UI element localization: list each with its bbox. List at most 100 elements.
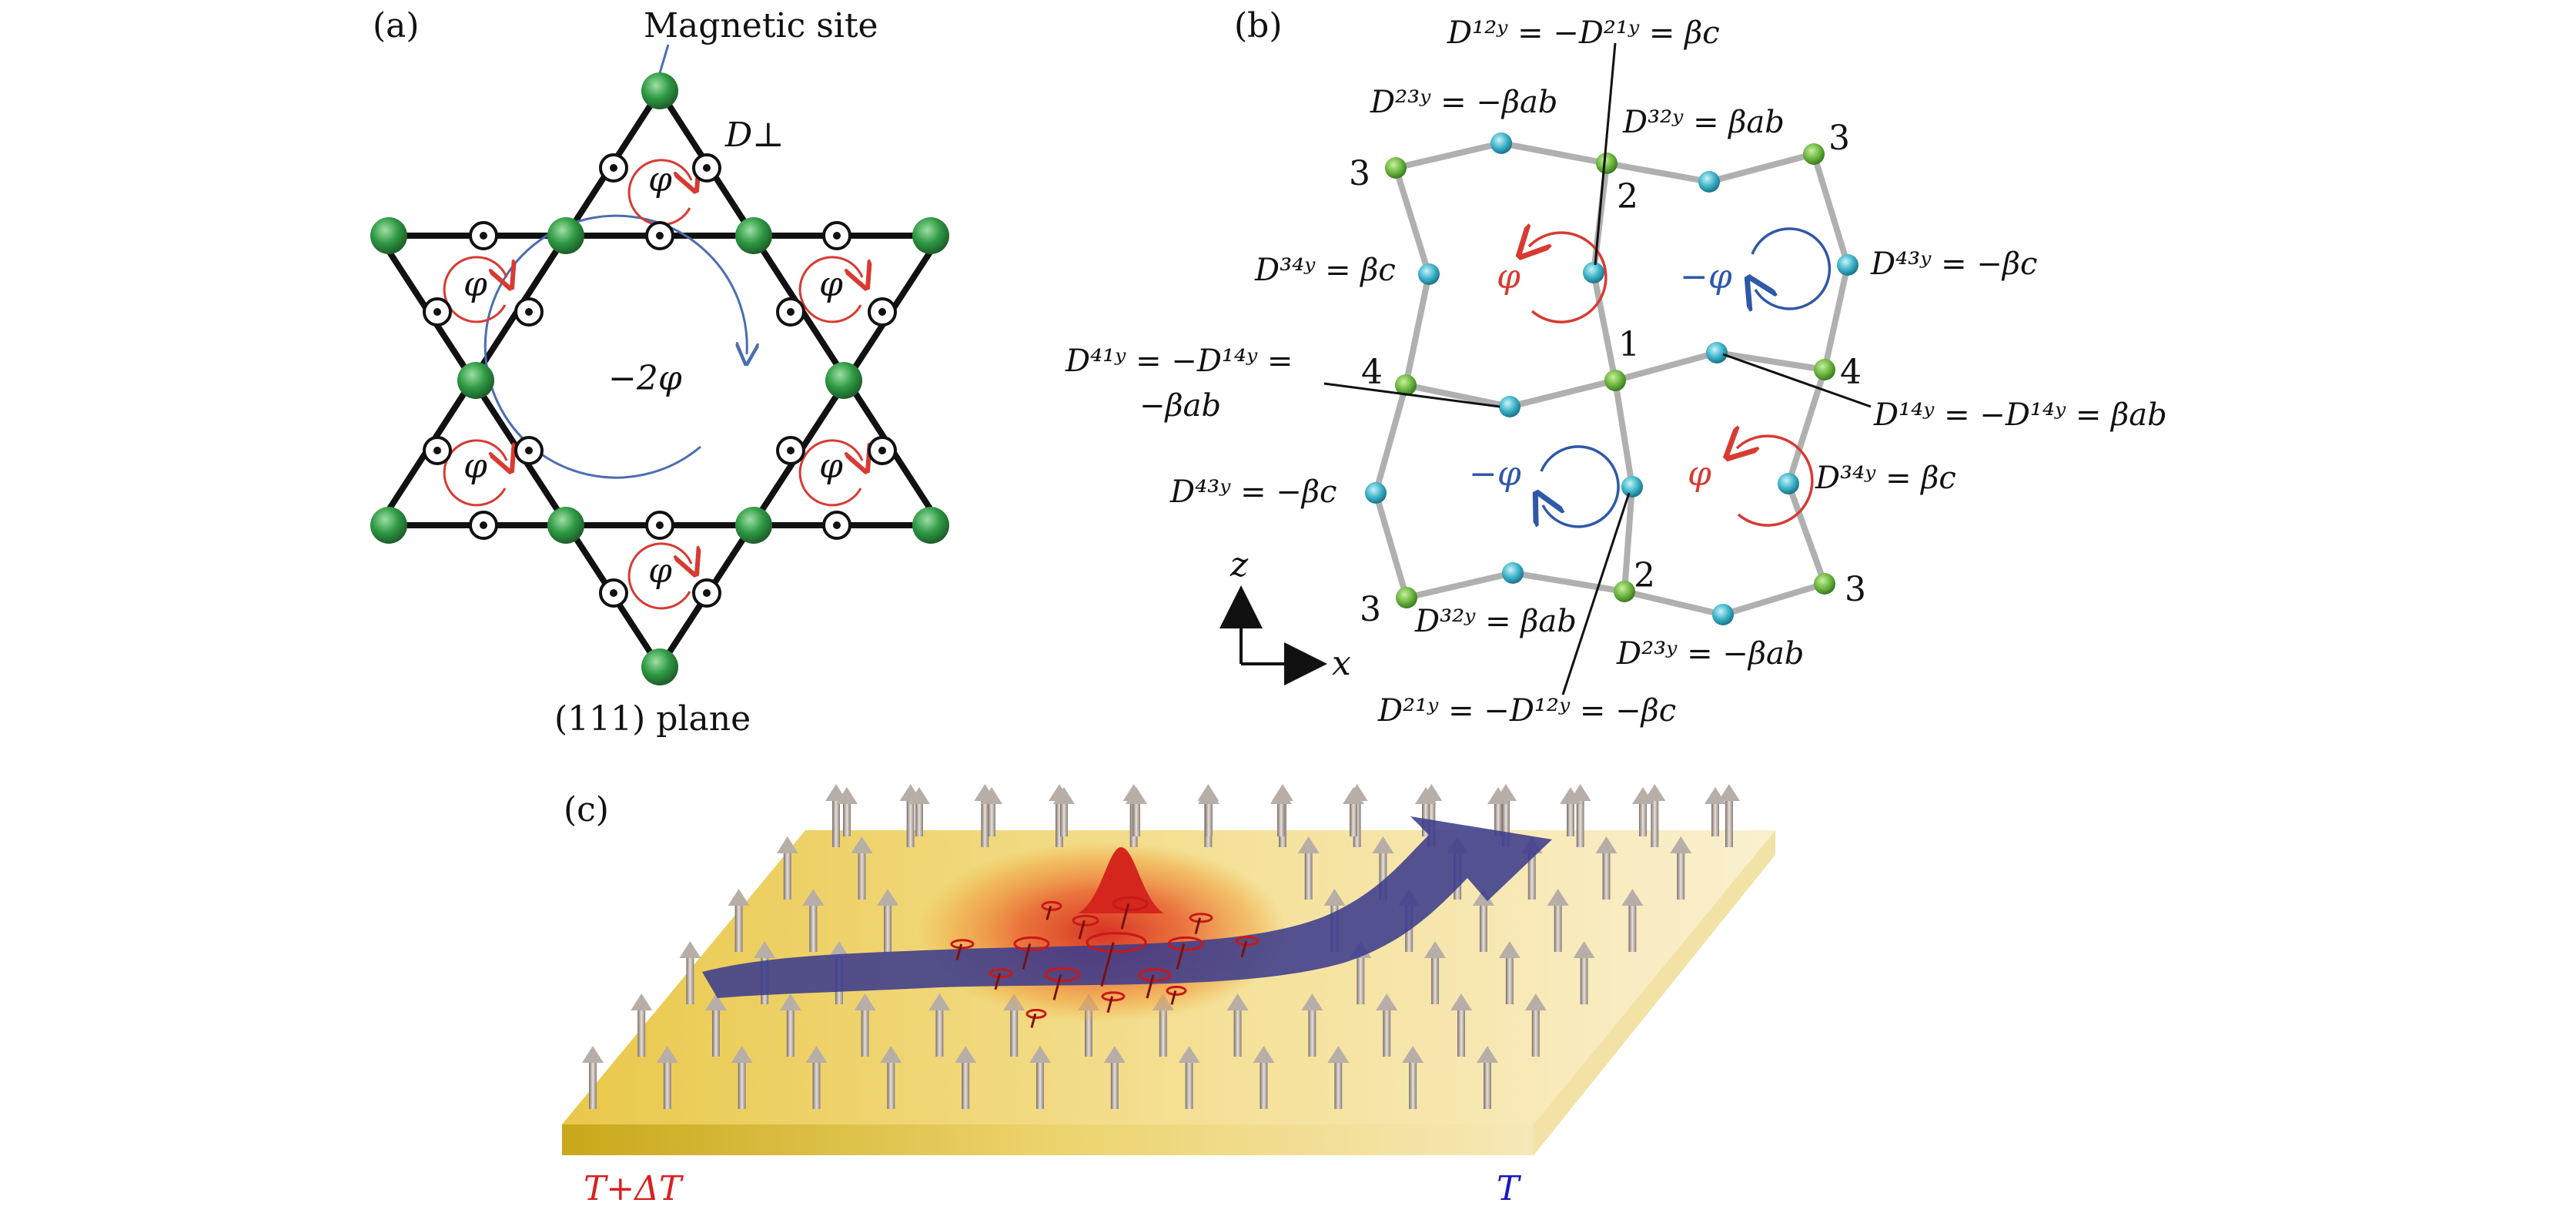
spin-arrow <box>1450 994 1472 1057</box>
magnetic-sites <box>370 72 949 685</box>
spin-arrow <box>679 941 701 1004</box>
precession-orbit <box>1013 936 1050 951</box>
svg-text:φ: φ <box>463 447 487 486</box>
precession-orbit <box>1044 967 1081 982</box>
spin-arrow <box>1301 994 1323 1057</box>
spin-arrow <box>880 1046 902 1109</box>
svg-text:D²³ʸ = −βab: D²³ʸ = −βab <box>1616 636 1804 672</box>
panel-c-tag: (c) <box>564 790 609 829</box>
spin-arrow <box>1372 836 1394 900</box>
precessing-spin <box>1045 906 1052 920</box>
precessing-spins <box>950 896 1260 1028</box>
dm-labels: D¹²ʸ = −D²¹ʸ = βc D²³ʸ = −βab D³²ʸ = βab… <box>1065 15 2167 729</box>
svg-text:φ: φ <box>819 447 843 486</box>
lattice-sites <box>1385 143 1835 608</box>
spin-arrow <box>728 889 750 952</box>
svg-text:φ: φ <box>648 551 672 591</box>
spin-arrow <box>1029 1046 1051 1109</box>
spin-arrow <box>1718 784 1740 847</box>
center-flux-label: −2φ <box>608 359 682 398</box>
d-perp-label: D⊥ <box>724 116 785 155</box>
svg-text:D³²ʸ = βab: D³²ʸ = βab <box>1622 105 1785 140</box>
precession-orbit <box>1041 900 1062 911</box>
spin-arrow <box>1477 1046 1498 1109</box>
spin-arrow <box>1573 941 1595 1004</box>
precession-orbit <box>1101 991 1126 1002</box>
panel-a: (a) Magnetic site D⊥ −2φ φ φ φ φ φ φ <box>370 6 949 739</box>
spin-arrow <box>1376 994 1398 1057</box>
spin-arrow <box>1270 787 1292 836</box>
spin-arrow <box>854 994 876 1057</box>
svg-text:D⁴³ʸ = −βc: D⁴³ʸ = −βc <box>1169 474 1337 510</box>
magnetic-site-label: Magnetic site <box>644 6 878 45</box>
svg-text:x: x <box>1332 644 1351 683</box>
precessing-spin <box>1170 990 1177 1005</box>
spin-arrow <box>851 836 873 900</box>
spin-arrow <box>1402 1046 1424 1109</box>
spin-arrow <box>877 889 899 952</box>
precession-orbit <box>1166 985 1187 996</box>
svg-text:2: 2 <box>1617 177 1638 216</box>
plane-label: (111) plane <box>554 699 751 739</box>
precession-orbit <box>989 968 1013 979</box>
cold-side-label: T <box>1497 1169 1522 1208</box>
svg-text:2: 2 <box>1634 556 1655 595</box>
precessing-spin <box>1240 940 1248 958</box>
svg-text:3: 3 <box>1360 590 1381 629</box>
spin-arrow <box>1670 836 1692 900</box>
hot-side-label: T+ΔT <box>584 1169 684 1208</box>
spin-arrow <box>1327 1046 1350 1109</box>
spin-arrow <box>1126 787 1147 836</box>
spin-arrows <box>582 784 1740 1109</box>
spin-arrow <box>1595 836 1618 900</box>
spin-arrow <box>1253 1046 1275 1109</box>
precessing-spin <box>1146 974 1155 999</box>
spin-arrow <box>1198 787 1219 836</box>
spin-arrow <box>1487 787 1509 836</box>
svg-text:−φ: −φ <box>1680 257 1732 297</box>
spin-arrow <box>631 994 653 1057</box>
precession-orbit <box>1086 932 1147 953</box>
spin-arrow <box>836 787 858 836</box>
spin-arrow <box>981 787 1002 836</box>
svg-text:3: 3 <box>1349 154 1370 193</box>
axes-indicator: z x <box>1219 545 1351 685</box>
spin-arrow <box>1472 889 1494 952</box>
precessing-spin <box>1100 942 1115 987</box>
precessing-spin <box>1022 943 1032 970</box>
panel-a-tag: (a) <box>373 6 420 45</box>
svg-text:3: 3 <box>1828 119 1850 158</box>
svg-text:1: 1 <box>1618 325 1640 364</box>
spin-arrow <box>1297 836 1320 900</box>
spin-arrow <box>805 1046 828 1109</box>
svg-text:−φ: −φ <box>1469 454 1521 494</box>
slab-front <box>562 1124 1534 1155</box>
svg-text:φ: φ <box>463 265 487 304</box>
spin-arrow <box>802 889 825 952</box>
svg-text:D¹⁴ʸ = −D¹⁴ʸ = βab: D¹⁴ʸ = −D¹⁴ʸ = βab <box>1873 397 2167 433</box>
svg-text:z: z <box>1229 545 1249 585</box>
svg-text:D³²ʸ = βab: D³²ʸ = βab <box>1414 604 1577 639</box>
svg-text:D¹²ʸ = −D²¹ʸ = βc: D¹²ʸ = −D²¹ʸ = βc <box>1447 15 1720 51</box>
svg-text:4: 4 <box>1361 353 1383 392</box>
spin-arrow <box>1053 787 1075 836</box>
spin-arrow <box>1644 784 1666 847</box>
precession-orbit <box>1138 968 1172 982</box>
leader-lines <box>1323 42 1872 695</box>
spin-arrow <box>955 1046 977 1109</box>
svg-text:3: 3 <box>1845 570 1866 609</box>
plaquette-circulations <box>1529 229 1832 528</box>
site-numbers: 3 3 2 1 4 4 2 3 3 <box>1349 119 1866 629</box>
spin-arrow <box>705 994 727 1057</box>
slab-side <box>1534 830 1775 1155</box>
svg-text:φ: φ <box>819 265 843 304</box>
precession-orbit <box>1072 914 1099 927</box>
spin-arrow <box>1621 889 1644 952</box>
spin-arrow <box>656 1046 678 1109</box>
svg-text:D²³ʸ = −βab: D²³ʸ = −βab <box>1370 85 1557 120</box>
spin-arrow <box>1632 787 1654 836</box>
svg-text:D⁴¹ʸ = −D¹⁴ʸ =: D⁴¹ʸ = −D¹⁴ʸ = <box>1065 343 1293 379</box>
panel-c: (c) T+ΔT T <box>562 784 1775 1208</box>
panel-b-tag: (b) <box>1234 6 1283 45</box>
